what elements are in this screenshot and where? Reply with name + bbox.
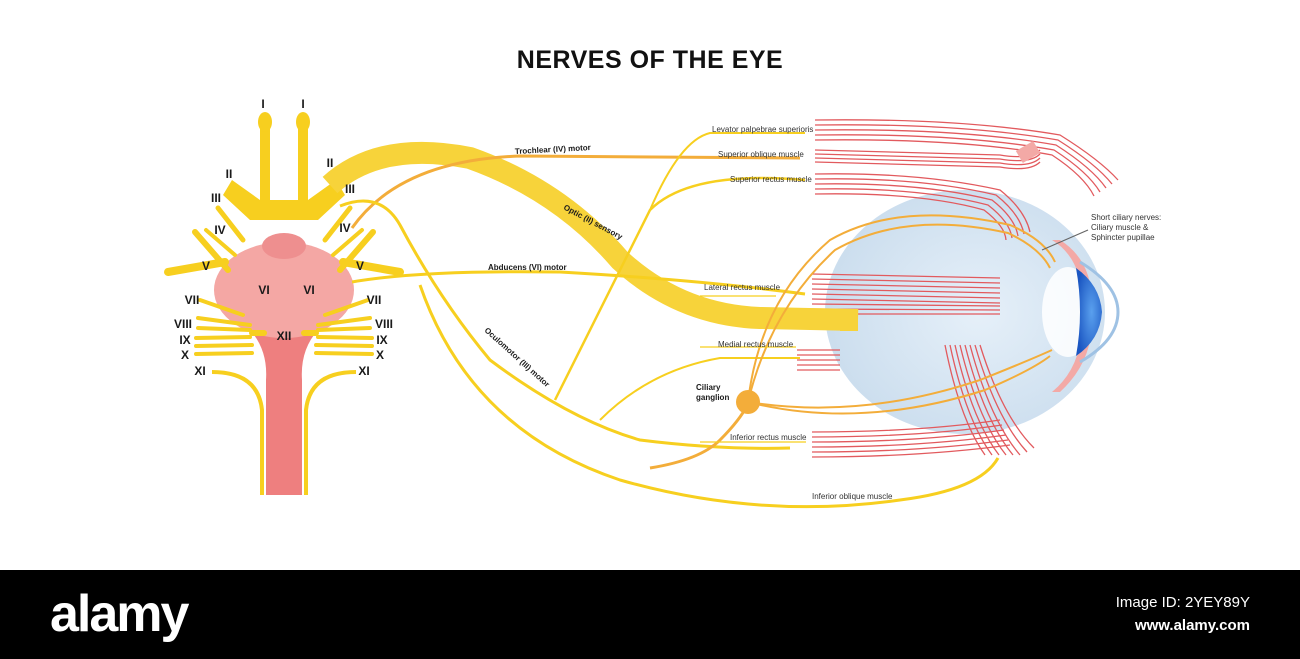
numeral-IX-left: IX — [179, 333, 190, 347]
numeral-VII-right: VII — [367, 293, 382, 307]
numeral-XII: XII — [277, 329, 292, 343]
ciliary-ganglion-label-line1: Ciliary — [696, 383, 721, 392]
optic-nerve — [322, 141, 859, 331]
cranial-nerve-roots — [164, 205, 404, 356]
optic-nerve-head — [840, 309, 858, 331]
oculomotor-to-ganglion — [649, 403, 750, 470]
oculomotor-branch-levator — [649, 132, 805, 211]
numeral-VII-left: VII — [185, 293, 200, 307]
numeral-II-right: II — [327, 156, 334, 170]
numeral-IV-right: IV — [339, 221, 350, 235]
numeral-VI-right: VI — [303, 283, 314, 297]
numeral-IV-left: IV — [214, 223, 225, 237]
numeral-XI-right: XI — [358, 364, 369, 378]
trochlear-label: Trochlear (IV) motor — [515, 143, 591, 156]
numeral-XI-left: XI — [194, 364, 205, 378]
numeral-V-left: V — [202, 259, 210, 273]
cornea — [1079, 260, 1120, 364]
short-ciliary-nerves — [747, 214, 1056, 415]
cranial-nerve-numerals: I I II II III III IV IV V V VI VI VII VI… — [174, 97, 393, 378]
page-title: NERVES OF THE EYE — [516, 46, 784, 74]
numeral-V-right: V — [356, 259, 364, 273]
image-id: Image ID: 2YEY89Y — [1115, 594, 1250, 611]
oculomotor-branch-superior — [553, 176, 806, 401]
numeral-VIII-left: VIII — [174, 317, 192, 331]
numeral-IX-right: IX — [376, 333, 387, 347]
ciliary-ganglion — [736, 390, 760, 414]
superior-oblique-muscle — [814, 140, 1041, 170]
label-medial-rectus: Medial rectus muscle — [718, 340, 794, 349]
oculomotor-branch-inferior-oblique — [418, 284, 1000, 509]
short-ciliary-label-line1: Short ciliary nerves: — [1091, 213, 1161, 222]
numeral-VI-left: VI — [258, 283, 269, 297]
brand-logo: alamy — [50, 585, 189, 643]
numeral-X-left: X — [181, 348, 189, 362]
label-inferior-oblique: Inferior oblique muscle — [812, 492, 893, 501]
numeral-VIII-right: VIII — [375, 317, 393, 331]
label-levator-palpebrae: Levator palpebrae superioris — [712, 125, 813, 134]
short-ciliary-label-line3: Sphincter pupillae — [1091, 233, 1155, 242]
levator-palpebrae-muscle — [814, 119, 1119, 197]
abducens-nerve — [351, 270, 806, 296]
numeral-III-left: III — [211, 191, 221, 205]
short-ciliary-label-line2: Ciliary muscle & — [1091, 223, 1149, 232]
oculomotor-nerve — [339, 199, 791, 450]
label-inferior-rectus: Inferior rectus muscle — [730, 433, 807, 442]
inferior-oblique-muscle — [944, 344, 1035, 456]
footer-bar: alamy Image ID: 2YEY89Y www.alamy.com — [0, 570, 1300, 659]
numeral-III-right: III — [345, 182, 355, 196]
nerves-diagram: I I II II III III IV IV V V VI VI VII VI… — [164, 97, 1161, 509]
muscle-pointer-lines — [700, 229, 1089, 443]
numeral-I-right: I — [301, 97, 304, 111]
brainstem — [211, 112, 357, 495]
numeral-II-left: II — [226, 167, 233, 181]
label-superior-oblique: Superior oblique muscle — [718, 150, 804, 159]
oculomotor-branch-medial — [599, 357, 800, 421]
iris — [1076, 268, 1102, 356]
trochlear-nerve — [350, 154, 801, 229]
site-url: www.alamy.com — [1134, 617, 1250, 634]
numeral-I-left: I — [261, 97, 264, 111]
label-superior-rectus: Superior rectus muscle — [730, 175, 812, 184]
numeral-X-right: X — [376, 348, 384, 362]
ciliary-ganglion-label-line2: ganglion — [696, 393, 729, 402]
medial-rectus-muscle — [797, 349, 840, 371]
label-lateral-rectus: Lateral rectus muscle — [704, 283, 781, 292]
abducens-label: Abducens (VI) motor — [488, 263, 567, 272]
